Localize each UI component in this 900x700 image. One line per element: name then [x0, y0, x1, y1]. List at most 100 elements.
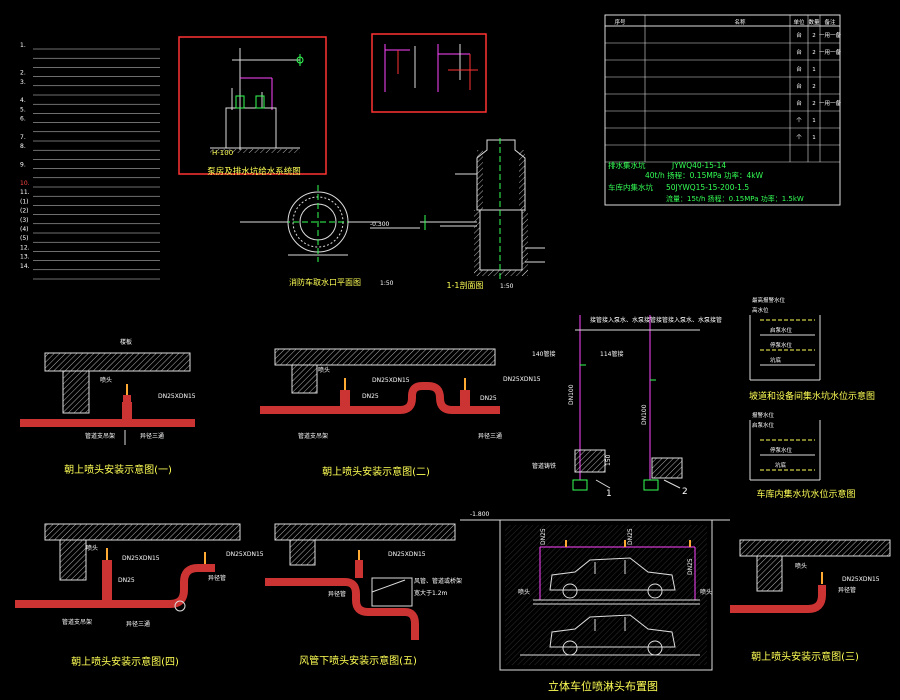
fig4-lbl-reducer: 异径管: [208, 574, 226, 582]
fig3-lbl-reducer: 异径管: [838, 586, 856, 594]
notes-line: 6.: [20, 116, 26, 123]
equip-header-name: 名称: [734, 18, 746, 26]
fig2-lbl-tee: 异径三通: [478, 432, 502, 440]
pump-room-title: 泵房及排水坑给水系统图: [207, 166, 301, 177]
pipe-legend-box: [371, 33, 487, 113]
fig5-lbl-width: 宽大于1.2m: [414, 589, 448, 597]
level-a-l4: 停泵水位: [770, 341, 793, 349]
sprinkler-install-fig3: DN25XDN15 异径管 喷头 朝上喷头安装示意图(三): [730, 539, 891, 663]
sprinkler-install-fig2: DN25XDN15 DN25XDN15 DN25 DN25 异径三通 管道支吊架…: [260, 348, 541, 478]
riser-num-1: 1: [606, 489, 612, 499]
parking-title: 立体车位喷淋头布置图: [548, 679, 658, 693]
fig4-lbl-tee: 异径三通: [126, 620, 150, 628]
equip-row-unit: 台: [796, 31, 802, 39]
fig4-lbl-dn3: DN25: [118, 577, 135, 584]
fig4-lbl-dn1: DN25XDN15: [122, 555, 160, 562]
notes-line: 9.: [20, 162, 26, 169]
notes-line: 8.: [20, 143, 26, 150]
fig4-lbl-hanger: 管道支吊架: [62, 618, 92, 626]
plan-view-scale: 1:50: [380, 280, 394, 287]
equip-row-note: 一用一备: [819, 99, 842, 107]
pump1-label: 排水集水坑: [608, 160, 646, 170]
level-a-l5: 坑底: [770, 356, 782, 364]
fig2-lbl-dn2: DN25XDN15: [503, 376, 541, 383]
fig1-lbl-tee: 异径三通: [140, 432, 164, 440]
sprinkler-install-fig4: DN25XDN15 DN25XDN15 DN25 异径管 异径三通 管道支吊架 …: [15, 523, 264, 668]
notes-line: (2): [20, 208, 29, 215]
equip-row-note: 一用一备: [819, 31, 842, 39]
riser-lbl-150: 150: [605, 454, 612, 466]
notes-line: 10.: [20, 180, 30, 187]
fig2-lbl-dn3: DN25: [362, 393, 379, 400]
fig2-lbl-hanger: 管道支吊架: [298, 432, 328, 440]
pump-room-elev-label: H-100: [212, 149, 233, 157]
equip-header-no: 序号: [614, 18, 626, 26]
equip-row-qty: 2: [812, 84, 816, 90]
parking-lbl-b: 喷头: [700, 588, 712, 596]
notes-line: 1.: [20, 42, 26, 49]
notes-line: (4): [20, 226, 29, 233]
pump2-label: 车库内集水坑: [608, 182, 653, 192]
riser-lbl-bottom: 管道铸铁: [532, 462, 556, 470]
equip-row-qty: 1: [812, 135, 816, 141]
riser-top-b: 接管接入泵水、水泵接管: [656, 316, 722, 324]
sprinkler-install-fig5: DN25XDN15 风管、管道或桥架 宽大于1.2m 异径管 风管下喷头安装示意…: [265, 523, 462, 667]
parking-dn-c: DN25: [687, 558, 694, 575]
riser-dn-b: DN100: [641, 404, 648, 425]
notes-line: 2.: [20, 70, 26, 77]
pump1-spec-a: JYWQ40-15-14: [671, 161, 726, 170]
parking-lbl-a: 喷头: [518, 588, 530, 596]
parking-dn-a: DN25: [540, 528, 547, 545]
level-b-l2: 启泵水位: [752, 421, 775, 429]
level-a-l3: 启泵水位: [770, 326, 793, 334]
section-scale: 1:50: [500, 283, 514, 290]
fig3-title: 朝上喷头安装示意图(三): [751, 650, 859, 663]
fig5-lbl-duct: 风管、管道或桥架: [414, 577, 462, 585]
notes-line: (5): [20, 235, 29, 242]
fig5-title: 风管下喷头安装示意图(五): [299, 654, 417, 667]
riser-top-a: 接管接入泵水、水泵接管: [590, 316, 656, 324]
equip-header-unit: 单位: [793, 18, 805, 26]
design-notes: 1. 2. 3. 4. 5. 6. 7. 8. 9. 10. 11. (1) (2) (3) (4) (5) 1…: [20, 42, 160, 280]
notes-line: 5.: [20, 106, 26, 113]
riser-lbl-140: 140管接: [532, 350, 555, 358]
riser-lbl-114: 114管接: [600, 350, 623, 358]
equip-row-unit: 台: [796, 65, 802, 73]
fig2-title: 朝上喷头安装示意图(二): [322, 465, 430, 478]
equip-row-unit: 台: [796, 82, 802, 90]
level-diagram-garage: 报警水位 启泵水位 停泵水位 坑底 车库内集水坑水位示意图: [749, 411, 856, 500]
notes-line: 12.: [20, 244, 30, 251]
fig4-lbl-dn2: DN25XDN15: [226, 551, 264, 558]
section-1-1: -0.300 1-1剖面图 1:50: [370, 138, 545, 290]
level-diagram-ramp: 最高报警水位 高水位 启泵水位 停泵水位 坑底 坡道和设备间集水坑水位示意图: [749, 296, 875, 402]
notes-line: 7.: [20, 134, 26, 141]
fig4-title: 朝上喷头安装示意图(四): [71, 655, 179, 668]
equip-row-note: 一用一备: [819, 48, 842, 56]
riser-dn-a: DN100: [568, 384, 575, 405]
level-a-l1: 最高报警水位: [752, 296, 786, 304]
fig1-slab: 楼板: [120, 338, 132, 346]
notes-line: (3): [20, 217, 29, 224]
level-b-l4: 坑底: [775, 461, 787, 469]
fig1-lbl-head: 喷头: [100, 376, 112, 384]
notes-line: 11.: [20, 189, 30, 196]
stacked-parking-sprinkler-layout: -1.800 DN25 DN25 DN25 喷头 喷头 立体车位喷淋头布置图: [460, 511, 730, 693]
notes-line: 13.: [20, 254, 30, 261]
fig4-lbl-head: 喷头: [86, 544, 98, 552]
pump2-spec-b: 流量：15t/h 扬程：0.15MPa 功率：1.5kW: [666, 194, 804, 203]
parking-dn-b: DN25: [627, 528, 634, 545]
fig1-lbl-hanger: 管道支吊架: [85, 432, 115, 440]
section-title: 1-1剖面图: [446, 280, 483, 290]
level-b-title: 车库内集水坑水位示意图: [756, 488, 855, 500]
equip-row-qty: 1: [812, 118, 816, 124]
notes-line: 3.: [20, 79, 26, 86]
equip-header-qty: 数量: [808, 18, 820, 26]
parking-elev: -1.800: [470, 511, 490, 518]
pump-room-system-diagram: H-100 泵房及排水坑给水系统图: [178, 36, 327, 177]
equip-row-unit: 台: [796, 48, 802, 56]
notes-line: 4.: [20, 97, 26, 104]
notes-line: (1): [20, 198, 29, 205]
equip-header-note: 备注: [824, 18, 836, 26]
